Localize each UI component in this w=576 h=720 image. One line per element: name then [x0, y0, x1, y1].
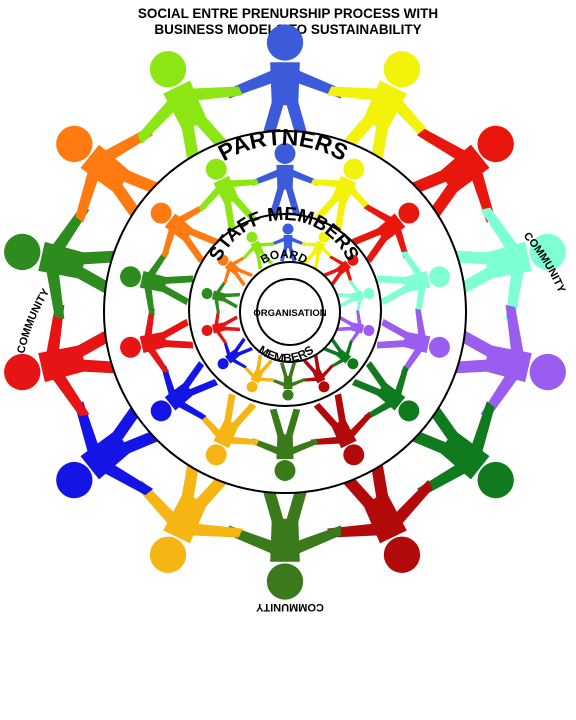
members-label: MEMBERS	[256, 343, 316, 365]
partner-person-figure	[351, 361, 420, 422]
partner-person-figure	[198, 393, 260, 466]
staff-person-figure	[242, 231, 275, 270]
board-label: BOARD	[258, 247, 310, 267]
partner-person-figure	[150, 361, 219, 422]
partner-person-figure	[120, 308, 194, 373]
organisation-circle	[256, 278, 324, 346]
partner-figures	[120, 143, 450, 481]
staff-person-figure	[335, 310, 375, 344]
staff-person-figure	[217, 254, 254, 287]
partner-person-figure	[150, 202, 219, 263]
staff-person-figure	[335, 280, 375, 314]
staff-person-figure	[301, 231, 334, 270]
staff-person-figure	[301, 354, 334, 393]
community-label-bottom: COMMUNITY	[255, 601, 323, 613]
partner-person-figure	[310, 393, 372, 466]
staff-person-figure	[271, 223, 305, 262]
staff-person-figure	[217, 337, 254, 370]
partner-person-figure	[252, 143, 318, 216]
staff-figures	[201, 223, 375, 401]
community-person-figure	[137, 51, 243, 176]
partner-person-figure	[120, 251, 194, 316]
community-label-left: COMMUNITY	[15, 286, 52, 354]
partner-person-figure	[376, 251, 450, 316]
staff-person-figure	[322, 337, 359, 370]
organisation-label: ORGANISATION	[253, 308, 326, 319]
partner-person-figure	[351, 202, 420, 263]
partner-person-figure	[310, 158, 372, 231]
community-person-figure	[137, 448, 243, 573]
community-person-figure	[396, 393, 514, 499]
partner-person-figure	[198, 158, 260, 231]
staff-person-figure	[271, 362, 305, 401]
partner-person-figure	[376, 308, 450, 373]
partner-person-figure	[252, 408, 318, 481]
staff-person-figure	[322, 254, 359, 287]
title-line-1: SOCIAL ENTRE PRENURSHIP PROCESS WITH	[137, 6, 439, 21]
staff-person-figure	[201, 280, 241, 314]
staff-person-figure	[201, 310, 241, 344]
staff-person-figure	[242, 354, 275, 393]
